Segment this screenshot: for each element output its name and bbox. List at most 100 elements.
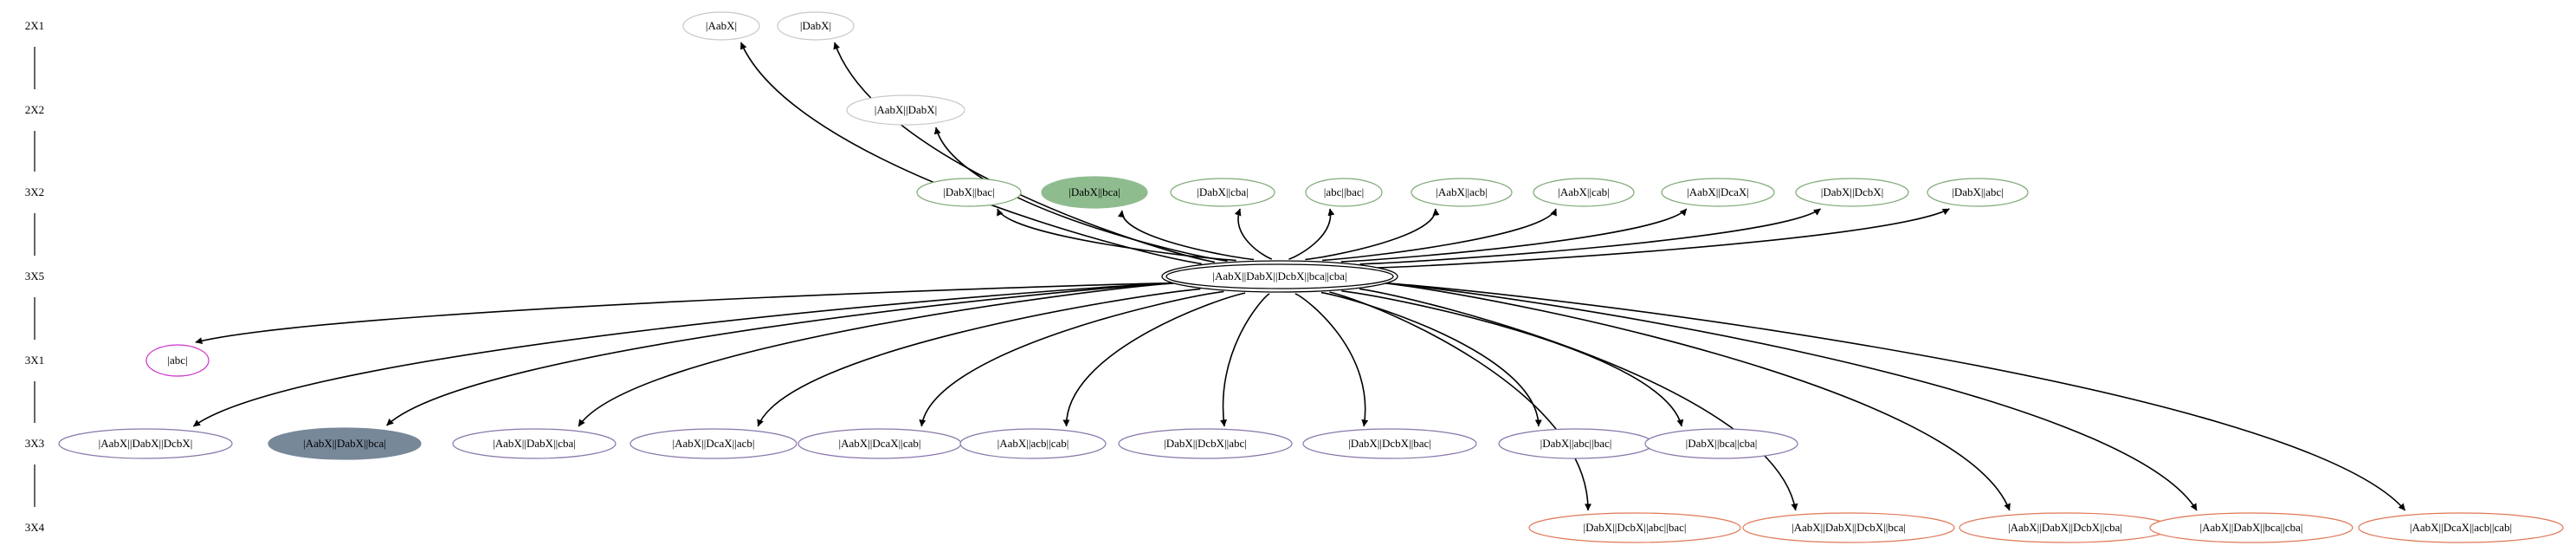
node-label: |AabX||DcaX||cab| — [838, 437, 920, 450]
node-ellipse — [1411, 178, 1513, 207]
edge-c-n1 — [739, 42, 1202, 265]
node-n1[interactable]: |AabX| — [682, 11, 760, 41]
edge-c-n27 — [1383, 282, 2198, 511]
node-ellipse — [1533, 178, 1635, 207]
edge-c-n22 — [1320, 291, 1542, 427]
node-label: |AabX||DabX| — [875, 103, 938, 116]
node-label: |AabX||DcaX||acb||cab| — [2410, 521, 2512, 534]
node-label: |AabX| — [706, 19, 737, 32]
edge-c-n19 — [1062, 292, 1246, 427]
node-n2[interactable]: |DabX| — [777, 11, 855, 41]
node-label: |DabX||DcbX| — [1821, 185, 1884, 198]
node-ellipse — [959, 428, 1107, 459]
node-n23[interactable]: |DabX||bca||cba| — [1644, 428, 1798, 459]
node-ellipse — [1927, 178, 2029, 207]
node-ellipse — [1644, 428, 1798, 459]
node-n12[interactable]: |DabX||abc| — [1927, 178, 2029, 207]
edge-c-n26 — [1383, 282, 2011, 511]
node-ellipse — [1041, 176, 1148, 209]
node-layer: |AabX||DabX||DcbX||bca||cba||AabX||DabX|… — [58, 11, 2564, 543]
node-n7[interactable]: |abc||bac| — [1305, 178, 1383, 207]
node-n28[interactable]: |AabX||DcaX||acb||cab| — [2358, 512, 2564, 543]
node-center-outer-ellipse — [1161, 260, 1398, 293]
node-center-inner-ellipse — [1165, 263, 1394, 289]
node-label: |DabX||DcbX||bac| — [1348, 437, 1431, 450]
node-label: |DabX||abc| — [1952, 185, 2004, 198]
node-label: |AabX||DabX||bca||cba| — [2200, 521, 2303, 534]
node-label: |DabX||DcbX||abc||bac| — [1584, 521, 1687, 534]
node-center[interactable]: |AabX||DabX||DcbX||bca||cba| — [1161, 260, 1398, 293]
node-n11[interactable]: |DabX||DcbX| — [1795, 178, 1909, 207]
rank-label-3x3: 3X3 — [25, 437, 44, 450]
edge-c-n5 — [1117, 210, 1255, 261]
rank-label-2x2: 2X2 — [25, 103, 44, 116]
edge-c-n3 — [933, 127, 1228, 262]
node-n22[interactable]: |DabX||abc||bac| — [1498, 428, 1654, 459]
node-label: |abc||bac| — [1324, 185, 1365, 198]
node-n4[interactable]: |DabX||bac| — [916, 178, 1022, 207]
edge-c-n25 — [1359, 288, 1798, 511]
node-ellipse — [58, 428, 233, 459]
edge-c-n21 — [1294, 293, 1369, 427]
node-n17[interactable]: |AabX||DcaX||acb| — [629, 428, 797, 459]
rank-label-3x5: 3X5 — [25, 270, 44, 282]
node-label: |AabX||acb||cab| — [997, 437, 1069, 450]
node-label: |DabX||bca||cba| — [1686, 437, 1758, 450]
rank-label-2x1: 2X1 — [25, 19, 44, 32]
edge-c-n4 — [997, 208, 1236, 262]
edge-c-n7 — [1288, 208, 1335, 260]
edge-c-n14 — [192, 282, 1177, 427]
node-ellipse — [682, 11, 760, 41]
node-ellipse — [2358, 512, 2564, 543]
edge-c-n24 — [1329, 291, 1592, 511]
node-ellipse — [1118, 428, 1293, 459]
node-n16[interactable]: |AabX||DabX||cba| — [452, 428, 617, 459]
rank-label-3x1: 3X1 — [25, 354, 44, 367]
node-n15[interactable]: |AabX||DabX||bca| — [268, 427, 422, 460]
node-n26[interactable]: |AabX||DabX||DcbX||cba| — [1959, 512, 2172, 543]
node-ellipse — [452, 428, 617, 459]
node-ellipse — [916, 178, 1022, 207]
node-n25[interactable]: |AabX||DabX||DcbX||bca| — [1742, 512, 1955, 543]
node-n14[interactable]: |AabX||DabX||DcbX| — [58, 428, 233, 459]
node-n21[interactable]: |DabX||DcbX||bac| — [1302, 428, 1477, 459]
node-ellipse — [1661, 178, 1775, 207]
edge-c-n17 — [757, 288, 1201, 427]
node-n9[interactable]: |AabX||cab| — [1533, 178, 1635, 207]
node-ellipse — [846, 94, 965, 126]
rank-label-3x2: 3X2 — [25, 185, 44, 198]
node-label: |DabX| — [800, 19, 831, 32]
node-n8[interactable]: |AabX||acb| — [1411, 178, 1513, 207]
node-n13[interactable]: |abc| — [145, 344, 210, 377]
node-n5[interactable]: |DabX||bca| — [1041, 176, 1148, 209]
node-n19[interactable]: |AabX||acb||cab| — [959, 428, 1107, 459]
edge-c-n9 — [1322, 208, 1557, 262]
node-label: |AabX||cab| — [1558, 185, 1610, 198]
node-ellipse — [2149, 512, 2353, 543]
node-n27[interactable]: |AabX||DabX||bca||cba| — [2149, 512, 2353, 543]
node-n20[interactable]: |DabX||DcbX||abc| — [1118, 428, 1293, 459]
node-label: |abc| — [167, 354, 187, 367]
node-label: |AabX||DcaX||acb| — [672, 437, 754, 450]
node-label: |AabX||DcaX| — [1687, 185, 1749, 198]
edge-c-n8 — [1305, 208, 1440, 261]
edge-c-n18 — [919, 290, 1224, 427]
node-n6[interactable]: |DabX||cba| — [1170, 178, 1275, 207]
edge-c-n28 — [1383, 282, 2406, 511]
node-n24[interactable]: |DabX||DcbX||abc||bac| — [1528, 512, 1741, 543]
edge-c-n2 — [833, 42, 1216, 263]
node-n3[interactable]: |AabX||DabX| — [846, 94, 965, 126]
node-label: |AabX||acb| — [1436, 185, 1488, 198]
node-n18[interactable]: |AabX||DcaX||cab| — [797, 428, 962, 459]
node-label: |DabX||cba| — [1197, 185, 1249, 198]
node-ellipse — [629, 428, 797, 459]
node-ellipse — [777, 11, 855, 41]
node-label: |AabX||DabX||DcbX| — [99, 437, 193, 450]
node-ellipse — [1170, 178, 1275, 207]
node-label: |AabX||DabX||DcbX||cba| — [2008, 521, 2122, 534]
node-ellipse — [1528, 512, 1741, 543]
node-label: |AabX||DabX||cba| — [493, 437, 576, 450]
node-n10[interactable]: |AabX||DcaX| — [1661, 178, 1775, 207]
edge-c-n13 — [195, 282, 1177, 345]
